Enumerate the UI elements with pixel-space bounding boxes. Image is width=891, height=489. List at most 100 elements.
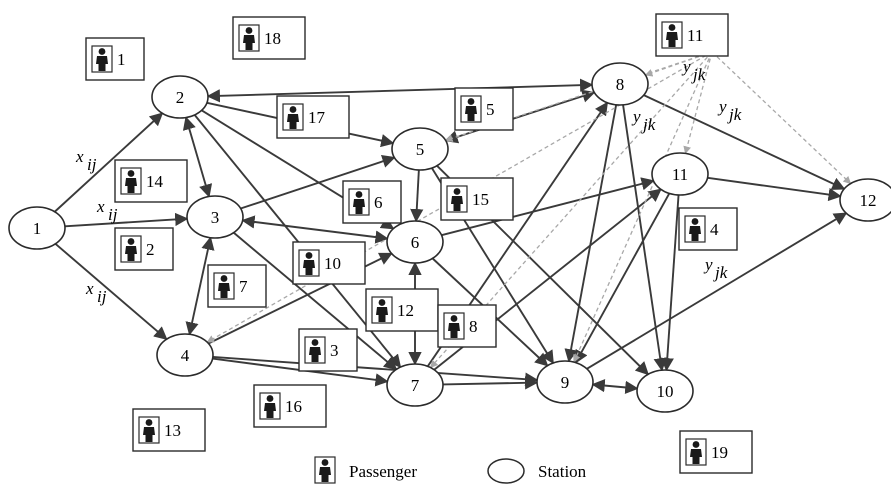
passenger-13: 13 <box>132 408 206 452</box>
passenger-label: 13 <box>164 421 181 440</box>
edge-1-2 <box>54 112 164 213</box>
station-10: 10 <box>636 369 694 413</box>
passenger-label: 7 <box>239 277 248 296</box>
edge-9-12 <box>586 212 848 370</box>
passenger-icon <box>138 416 160 444</box>
station-ellipse <box>8 206 66 250</box>
passenger-label: 18 <box>264 29 281 48</box>
svg-text:x: x <box>75 147 84 166</box>
passenger-icon <box>238 24 260 52</box>
passenger-icon <box>282 103 304 131</box>
legend-station-icon <box>487 458 525 484</box>
passenger-label: 10 <box>324 254 341 273</box>
edge-3-7 <box>233 231 398 371</box>
passenger-16: 16 <box>253 384 327 428</box>
station-ellipse <box>186 195 244 239</box>
station-5: 5 <box>391 127 449 171</box>
passenger-icon <box>259 392 281 420</box>
passenger-icon <box>685 438 707 466</box>
passenger-label: 6 <box>374 193 383 212</box>
passenger-icon <box>446 185 468 213</box>
passenger-label: 17 <box>308 108 326 127</box>
passenger-label: 4 <box>710 220 719 239</box>
passenger-label: 16 <box>285 397 302 416</box>
svg-text:jk: jk <box>713 263 728 282</box>
station-ellipse <box>536 360 594 404</box>
passenger-6: 6 <box>342 180 402 224</box>
station-label: 7 <box>411 376 420 395</box>
passenger-11: 11 <box>655 13 729 57</box>
assignment-edge-to-12 <box>711 51 852 185</box>
station-label: 8 <box>616 75 625 94</box>
edge-label-y-2: y jk <box>631 107 656 134</box>
assignment-edge-to-4 <box>206 51 713 343</box>
edge-4-9 <box>212 356 539 386</box>
passenger-10: 10 <box>292 241 366 285</box>
station-ellipse <box>839 178 891 222</box>
edge-label-x-2: x ij <box>96 197 118 224</box>
edge-6-11 <box>441 177 655 237</box>
legend-station-label: Station <box>538 462 587 481</box>
svg-text:jk: jk <box>691 65 706 84</box>
assignment-edge-to-9 <box>573 51 713 363</box>
station-7: 7 <box>386 363 444 407</box>
edge-11-9 <box>574 192 671 364</box>
passenger-19: 19 <box>679 430 753 474</box>
station-ellipse <box>651 152 709 196</box>
passenger-icon <box>684 215 706 243</box>
passenger-5: 5 <box>454 87 514 131</box>
svg-text:y: y <box>631 107 641 126</box>
station-8: 8 <box>591 62 649 106</box>
svg-text:ij: ij <box>108 205 118 224</box>
passenger-icon <box>371 296 393 324</box>
edge-8-9 <box>564 104 618 363</box>
passenger-label: 12 <box>397 301 414 320</box>
edge-8-10 <box>622 104 667 372</box>
passenger-17: 17 <box>276 95 350 139</box>
edge-5-6 <box>410 169 424 223</box>
passenger-4: 4 <box>678 207 738 251</box>
passenger-icon <box>661 21 683 49</box>
passenger-label: 2 <box>146 240 155 259</box>
station-ellipse <box>591 62 649 106</box>
passenger-14: 14 <box>114 159 188 203</box>
passenger-label: 15 <box>472 190 489 209</box>
assignment-edge-to-11 <box>683 51 713 155</box>
passenger-label: 11 <box>687 26 703 45</box>
station-label: 4 <box>181 346 190 365</box>
svg-text:x: x <box>85 279 94 298</box>
edge-8-12 <box>643 94 846 190</box>
edge-11-10 <box>660 194 680 372</box>
svg-text:x: x <box>96 197 105 216</box>
passenger-icon <box>443 312 465 340</box>
station-9: 9 <box>536 360 594 404</box>
passenger-18: 18 <box>232 16 306 60</box>
station-1: 1 <box>8 206 66 250</box>
edge-2-8 <box>206 78 594 103</box>
passenger-icon <box>304 336 326 364</box>
station-label: 3 <box>211 208 220 227</box>
passenger-label: 3 <box>330 341 339 360</box>
station-label: 5 <box>416 140 425 159</box>
passenger-icon <box>120 167 142 195</box>
passenger-7: 7 <box>207 264 267 308</box>
passenger-label: 5 <box>486 100 495 119</box>
svg-text:ij: ij <box>97 287 107 306</box>
passenger-label: 19 <box>711 443 728 462</box>
legend-passenger-label: Passenger <box>349 462 417 481</box>
station-label: 12 <box>860 191 877 210</box>
legend: Passenger Station <box>314 456 587 484</box>
station-ellipse <box>386 363 444 407</box>
svg-text:ij: ij <box>87 155 97 174</box>
edge-2-3 <box>182 116 213 198</box>
svg-text:jk: jk <box>641 115 656 134</box>
station-4: 4 <box>156 333 214 377</box>
station-6: 6 <box>386 220 444 264</box>
svg-text:y: y <box>703 255 713 274</box>
edge-11-12 <box>707 176 842 202</box>
station-11: 11 <box>651 152 709 196</box>
passenger-icon <box>348 188 370 216</box>
edge-3-6 <box>241 215 389 244</box>
